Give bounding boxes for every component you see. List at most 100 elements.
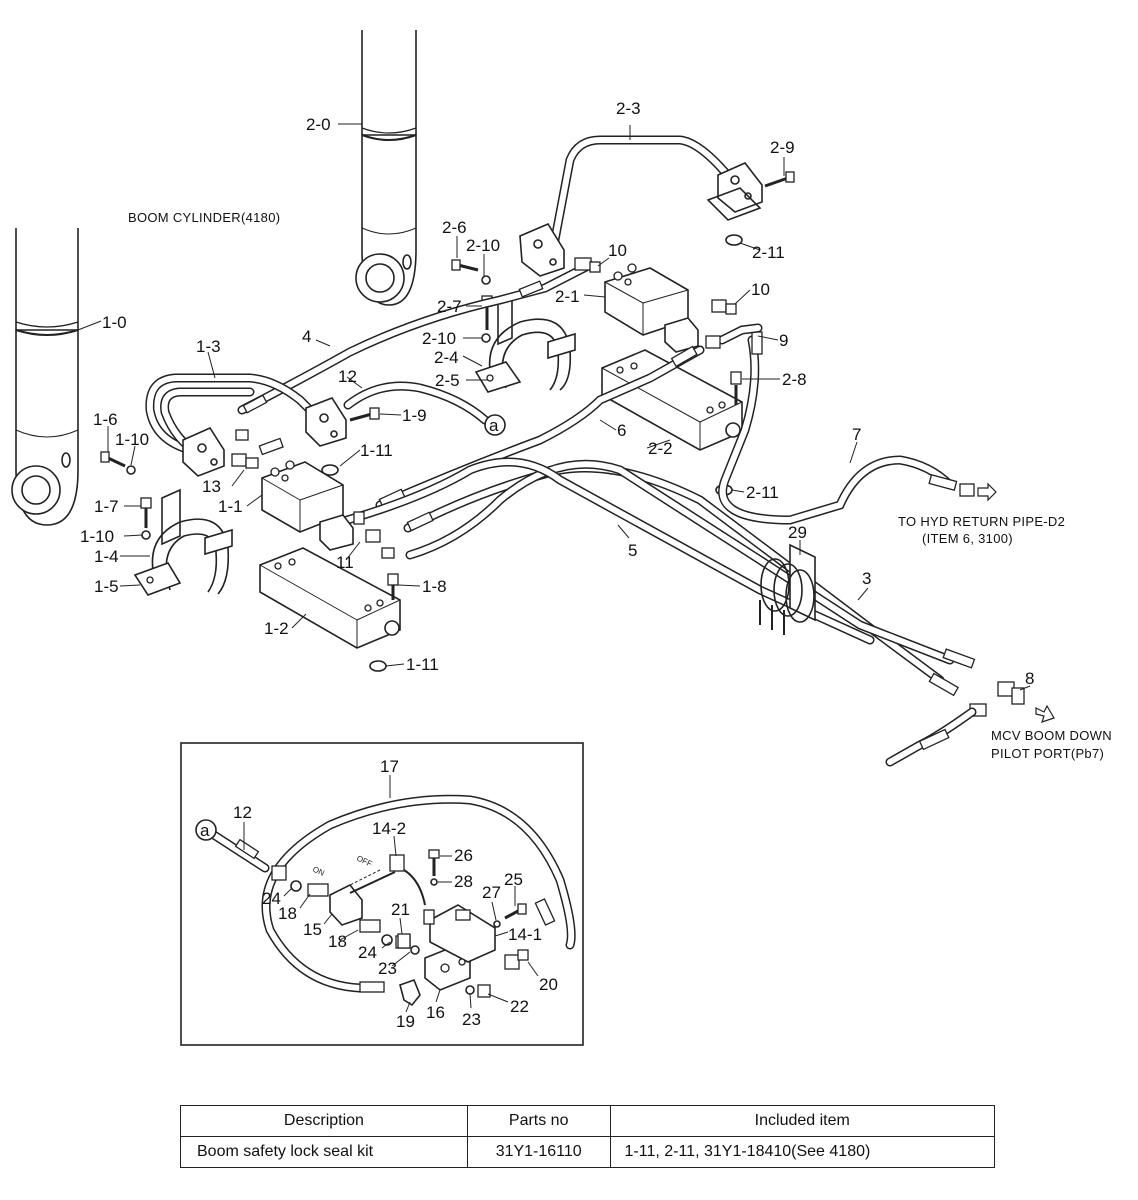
note-boom-cylinder: BOOM CYLINDER(4180)	[128, 210, 280, 225]
marker-a-main: a	[484, 414, 506, 436]
pipe-1-3	[145, 373, 317, 460]
pipe-2-3	[519, 135, 763, 277]
callout-23-bottom: 23	[462, 1010, 481, 1029]
callout-15: 15	[303, 920, 322, 939]
arrow-to-hyd-return	[977, 482, 997, 502]
callout-24-bottom: 24	[358, 943, 377, 962]
callout-23-left: 23	[378, 959, 397, 978]
callout-1-9: 1-9	[402, 406, 427, 425]
callout-26: 26	[454, 846, 473, 865]
callout-1-10-top: 1-10	[115, 430, 149, 449]
washer-27	[493, 920, 501, 928]
washer-2-10-mid	[481, 333, 491, 343]
callout-28: 28	[454, 872, 473, 891]
leader-lines	[77, 123, 1031, 1013]
callout-8: 8	[1025, 669, 1034, 688]
callout-5: 5	[628, 541, 637, 560]
callout-labels: 2-0 1-0 2-3 2-9 2-6 2-10 10 2-11 2-1 10 …	[80, 99, 1034, 1031]
marker-a-label: a	[489, 416, 499, 435]
oring-2-11-top	[725, 234, 743, 246]
callout-2-5: 2-5	[435, 371, 460, 390]
oring-1-11-mid	[321, 464, 339, 476]
hose-12	[343, 381, 490, 425]
callout-3: 3	[862, 569, 871, 588]
callout-10-mid: 10	[751, 280, 770, 299]
callout-25: 25	[504, 870, 523, 889]
washer-1-10-top	[126, 465, 136, 475]
seal-kit-table: Description Parts no Included item Boom …	[180, 1105, 996, 1168]
callout-1-0: 1-0	[102, 313, 127, 332]
notes: BOOM CYLINDER(4180) TO HYD RETURN PIPE-D…	[128, 210, 1112, 761]
callout-10-top: 10	[608, 241, 627, 260]
callout-12-inset: 12	[233, 803, 252, 822]
callout-24-top: 24	[262, 889, 281, 908]
cell-parts-no: 31Y1-16110	[466, 1136, 611, 1168]
column-header-parts-no: Parts no	[466, 1105, 611, 1137]
callout-2-11-bottom: 2-11	[746, 483, 779, 502]
valve-block-1-1	[261, 460, 354, 551]
fittings	[231, 257, 737, 559]
valve-block-1-2	[259, 547, 401, 649]
arrow-to-mcv	[1035, 704, 1055, 723]
callout-9: 9	[779, 331, 788, 350]
callout-2-8: 2-8	[782, 370, 807, 389]
callout-2-6: 2-6	[442, 218, 467, 237]
callout-14-2: 14-2	[372, 819, 406, 838]
bolt-1-6	[100, 451, 126, 468]
callout-16: 16	[426, 1003, 445, 1022]
bolt-25	[504, 903, 527, 920]
bolt-1-8	[387, 573, 399, 600]
hose-main-bundle	[325, 457, 875, 645]
washer-2-10-top	[481, 275, 491, 285]
callout-1-2: 1-2	[264, 619, 289, 638]
hose-9	[717, 323, 763, 345]
callout-20: 20	[539, 975, 558, 994]
callout-1-6: 1-6	[93, 410, 118, 429]
bolt-26	[428, 849, 440, 876]
plug-22	[477, 984, 491, 998]
bolt-2-8	[730, 371, 742, 405]
bolt-1-9	[349, 407, 380, 422]
callout-1-3: 1-3	[196, 337, 221, 356]
boom-cylinder-left	[11, 228, 79, 526]
washer-1-10-mid	[141, 530, 151, 540]
hose-7	[718, 331, 975, 525]
hose-17	[261, 794, 576, 993]
valve-block-16	[423, 904, 496, 991]
callout-1-11-mid: 1-11	[360, 441, 393, 460]
note-to-hyd-return-2: (ITEM 6, 3100)	[922, 531, 1013, 546]
elbow-19	[399, 978, 421, 1007]
callout-7: 7	[852, 425, 861, 444]
table-row: Boom safety lock seal kit 31Y1-16110 1-1…	[180, 1136, 996, 1168]
boom-cylinder-right	[355, 30, 417, 306]
callout-2-1: 2-1	[555, 287, 580, 306]
valve-block-2-1	[604, 263, 699, 353]
callout-1-11-bottom: 1-11	[406, 655, 439, 674]
callout-2-11-top: 2-11	[752, 243, 785, 262]
callout-2-3: 2-3	[616, 99, 641, 118]
hose-3	[405, 459, 976, 669]
oring-23-left	[410, 945, 420, 955]
hydraulic-parts-diagram: a a ON OFF	[11, 30, 1112, 1046]
callout-14-1: 14-1	[508, 925, 542, 944]
hose-6	[375, 345, 705, 510]
callout-1-10-mid: 1-10	[80, 527, 114, 546]
callout-2-2: 2-2	[648, 439, 673, 458]
clamp-1-4	[133, 488, 233, 596]
valve-off-label: OFF	[355, 854, 373, 869]
bolt-1-7	[140, 497, 152, 528]
callout-19: 19	[396, 1012, 415, 1031]
callout-27: 27	[482, 883, 501, 902]
callout-6: 6	[617, 421, 626, 440]
callout-21: 21	[391, 900, 410, 919]
callout-2-0: 2-0	[306, 115, 331, 134]
callout-1-8: 1-8	[422, 577, 447, 596]
marker-a-inset: a	[195, 819, 217, 841]
bolt-2-6	[451, 259, 479, 272]
callout-2-10-mid: 2-10	[422, 329, 456, 348]
callout-1-7: 1-7	[94, 497, 119, 516]
callout-13: 13	[202, 477, 221, 496]
hose-12-inset	[209, 830, 270, 873]
hose-5	[403, 463, 960, 697]
callout-1-1: 1-1	[218, 497, 243, 516]
